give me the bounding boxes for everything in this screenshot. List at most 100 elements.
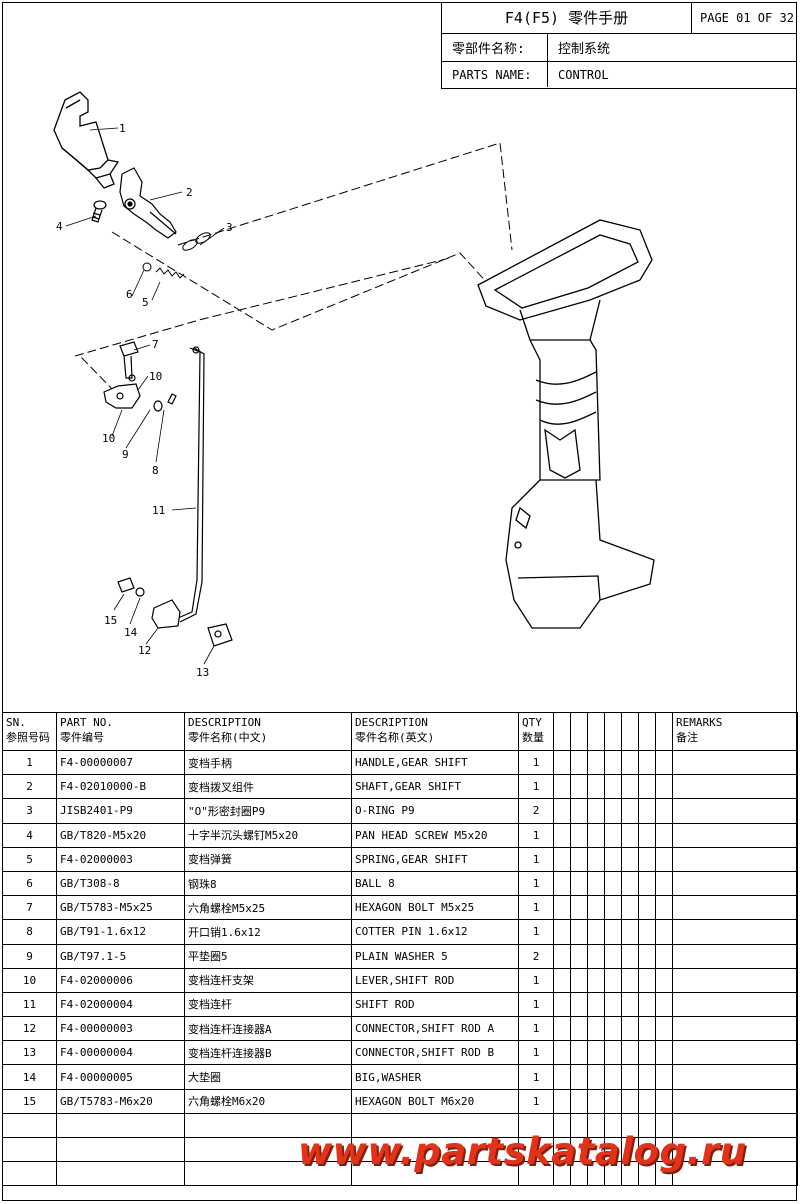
row-sn: 10 — [2, 967, 57, 993]
callout-13: 13 — [196, 666, 209, 679]
callout-3: 3 — [226, 221, 233, 234]
o-ring-drawing — [182, 232, 211, 251]
row-sn: 13 — [2, 1040, 57, 1066]
table-row-blank — [2, 1161, 798, 1187]
manual-title: F4(F5) 零件手册 — [442, 2, 692, 34]
row-part-no: JISB2401-P9 — [56, 798, 185, 824]
row-sn: 3 — [2, 798, 57, 824]
row-sn: 4 — [2, 822, 57, 848]
row-desc-cn: 六角螺栓M6x20 — [184, 1088, 352, 1114]
table-row-blank — [2, 1112, 798, 1139]
row-qty: 1 — [518, 1040, 554, 1066]
parts-name-label-cn: 零部件名称: — [442, 34, 548, 62]
row-sn: 5 — [2, 846, 57, 872]
callout-2: 2 — [186, 186, 193, 199]
row-part-no: GB/T5783-M5x25 — [56, 895, 185, 921]
row-part-no: F4-02000006 — [56, 967, 185, 993]
row-desc-en: SHAFT,GEAR SHIFT — [351, 774, 519, 800]
shift-rod-drawing — [177, 346, 205, 623]
row-desc-en: PAN HEAD SCREW M5x20 — [351, 822, 519, 848]
watermark-url: www.partskatalog.ru — [298, 1130, 747, 1173]
row-part-no: GB/T820-M5x20 — [56, 822, 185, 848]
row-desc-cn: 变档手柄 — [184, 749, 352, 776]
row-qty: 1 — [518, 1064, 554, 1090]
callout-10a: 10 — [149, 370, 162, 383]
row-part-no: F4-00000005 — [56, 1064, 185, 1090]
row-part-no: F4-00000007 — [56, 749, 185, 776]
callout-14: 14 — [124, 626, 138, 639]
row-qty: 1 — [518, 870, 554, 897]
row-desc-en: CONNECTOR,SHIFT ROD B — [351, 1040, 519, 1066]
row-desc-cn: "O"形密封圈P9 — [184, 798, 352, 824]
row-desc-cn: 变档连杆连接器B — [184, 1040, 352, 1066]
row-qty: 1 — [518, 967, 554, 993]
callout-8: 8 — [152, 464, 159, 477]
row-qty: 1 — [518, 895, 554, 921]
row-desc-cn: 钢珠8 — [184, 870, 352, 897]
row-sn: 15 — [2, 1088, 57, 1114]
page-number: PAGE 01 OF 32 — [692, 2, 796, 34]
row-qty: 1 — [518, 991, 554, 1018]
row-desc-cn: 十字半沉头螺钉M5x20 — [184, 822, 352, 848]
row-desc-cn: 变档连杆连接器A — [184, 1016, 352, 1042]
row-desc-cn: 变档连杆支架 — [184, 967, 352, 993]
row-part-no: F4-02010000-B — [56, 774, 185, 800]
callout-5: 5 — [142, 296, 149, 309]
row-desc-cn: 六角螺栓M5x25 — [184, 895, 352, 921]
row-desc-en: SPRING,GEAR SHIFT — [351, 846, 519, 872]
row-desc-en: LEVER,SHIFT ROD — [351, 967, 519, 993]
row-qty: 2 — [518, 798, 554, 824]
row-sn: 9 — [2, 943, 57, 969]
header-part-no: PART NO.零件编号 — [56, 712, 185, 751]
callout-10b: 10 — [102, 432, 115, 445]
row-part-no: GB/T5783-M6x20 — [56, 1088, 185, 1114]
row-sn: 8 — [2, 919, 57, 945]
row-sn: 12 — [2, 1016, 57, 1042]
row-desc-cn: 变档连杆 — [184, 991, 352, 1018]
row-desc-en: SHIFT ROD — [351, 991, 519, 1018]
row-desc-cn: 变档拨叉组件 — [184, 774, 352, 800]
lower-unit-drawing — [477, 219, 655, 629]
shaft-gear-shift-drawing — [119, 167, 177, 239]
row-desc-en: BIG,WASHER — [351, 1064, 519, 1090]
pan-head-screw-drawing — [91, 200, 107, 223]
row-desc-en: O-RING P9 — [351, 798, 519, 824]
header-sn: SN.参照号码 — [2, 712, 57, 751]
row-qty: 1 — [518, 919, 554, 945]
row-desc-en: HEXAGON BOLT M6x20 — [351, 1088, 519, 1114]
row-qty: 2 — [518, 943, 554, 969]
callout-11: 11 — [152, 504, 165, 517]
row-sn: 14 — [2, 1064, 57, 1090]
row-desc-cn: 平垫圈5 — [184, 943, 352, 969]
row-qty: 1 — [518, 1016, 554, 1042]
parts-name-value-en: CONTROL — [558, 67, 609, 82]
row-desc-en: BALL 8 — [351, 870, 519, 897]
row-part-no: F4-02000003 — [56, 846, 185, 872]
callout-15: 15 — [104, 614, 117, 627]
callout-7: 7 — [152, 338, 159, 351]
row-part-no: GB/T91-1.6x12 — [56, 919, 185, 945]
handle-gear-shift-drawing — [53, 91, 120, 189]
shift-rod-bracket-drawing — [103, 341, 177, 412]
row-qty: 1 — [518, 749, 554, 776]
